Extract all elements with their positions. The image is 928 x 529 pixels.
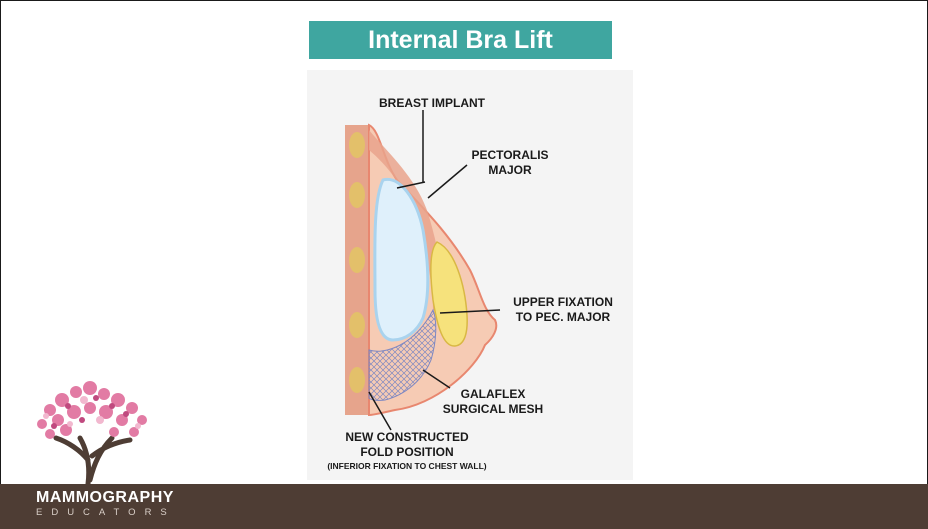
label-fold-line2: FOLD POSITION — [360, 445, 453, 459]
label-fold-note: (INFERIOR FIXATION TO CHEST WALL) — [327, 461, 486, 471]
label-breast-implant: BREAST IMPLANT — [379, 96, 486, 110]
label-galaflex-line1: GALAFLEX — [461, 387, 526, 401]
label-upper-fixation-line1: UPPER FIXATION — [513, 295, 613, 309]
label-fold-line1: NEW CONSTRUCTED — [345, 430, 469, 444]
label-pectoralis-line1: PECTORALIS — [471, 148, 548, 162]
mammography-educators-logo-tree — [30, 380, 155, 486]
label-upper-fixation-line2: TO PEC. MAJOR — [516, 310, 611, 324]
internal-bra-lift-diagram: BREAST IMPLANT PECTORALIS MAJOR UPPER FI… — [305, 70, 635, 480]
label-galaflex-line2: SURGICAL MESH — [443, 402, 543, 416]
label-pectoralis-line2: MAJOR — [488, 163, 532, 177]
brand-subtitle: EDUCATORS — [36, 507, 176, 518]
brand-name: MAMMOGRAPHY — [36, 489, 174, 507]
slide-title: Internal Bra Lift — [309, 21, 612, 59]
